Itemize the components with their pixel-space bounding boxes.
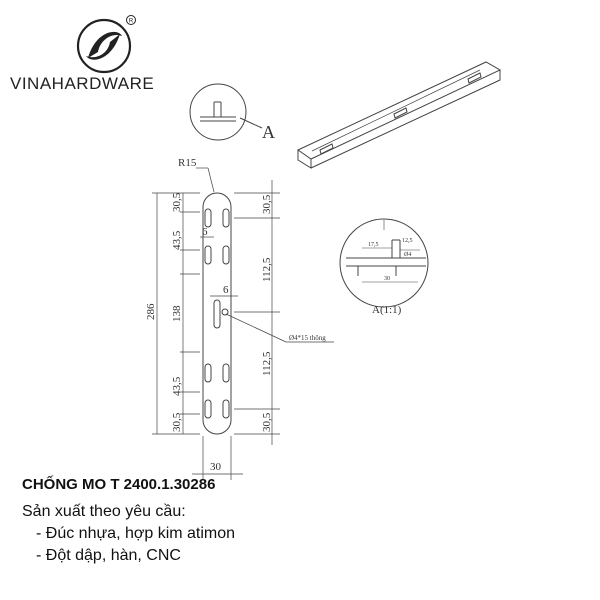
width-label: 30	[210, 461, 222, 473]
left-top-offset-label: 30,5	[171, 192, 183, 212]
detail-callout-label: A	[262, 122, 275, 142]
product-title: CHỐNG MO T 2400.1.30286	[22, 476, 216, 493]
detail-dim-4: 30	[384, 276, 390, 282]
registered-mark: R	[129, 19, 134, 25]
production-method-1: - Đúc nhựa, hợp kim atimon	[36, 525, 236, 542]
detail-dim-3: Ø4	[404, 252, 411, 258]
right-top-offset-label: 30,5	[261, 194, 273, 214]
detail-scale-label: A(1:1)	[372, 304, 402, 316]
production-intro: Sản xuất theo yêu cầu:	[22, 503, 186, 520]
product-info: CHỐNG MO T 2400.1.30286 Sản xuất theo yê…	[22, 476, 582, 567]
left-top-slot-pitch-label: 43,5	[171, 230, 183, 250]
right-top-span-label: 112,5	[261, 257, 273, 282]
overall-length-label: 286	[145, 303, 157, 320]
left-bottom-slot-pitch-label: 43,5	[171, 376, 183, 396]
hole-note-label: Ø4*15 thông	[289, 334, 326, 342]
left-bottom-offset-label: 30,5	[171, 412, 183, 432]
slot-width-label: 6	[202, 226, 208, 238]
center-slot-width-label: 6	[223, 284, 229, 296]
right-bottom-offset-label: 30,5	[261, 412, 273, 432]
brand-logo-icon: R	[76, 15, 136, 74]
radius-label: R15	[178, 157, 197, 169]
production-method-2: - Đột dập, hàn, CNC	[36, 547, 181, 564]
left-center-span-label: 138	[171, 305, 183, 322]
right-bottom-span-label: 112,5	[261, 351, 273, 376]
brand-name: VINAHARDWARE	[10, 74, 155, 93]
detail-dim-1: 17,5	[368, 242, 379, 248]
detail-dim-2: 12,5	[402, 238, 413, 244]
